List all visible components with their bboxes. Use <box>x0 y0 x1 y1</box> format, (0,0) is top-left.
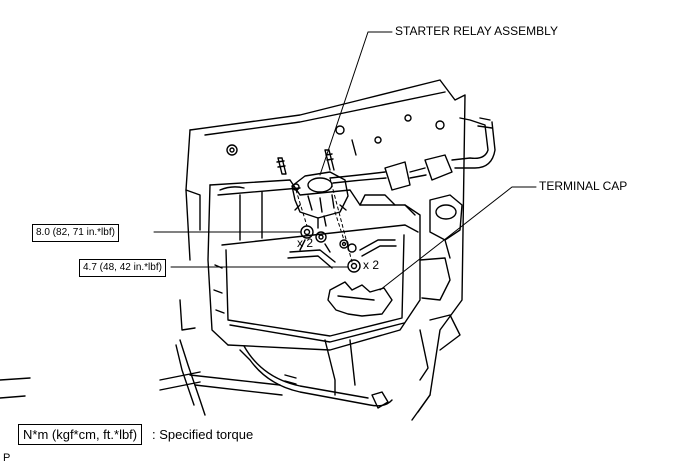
lower-frame-and-tubing <box>0 299 431 416</box>
wire-harness <box>329 117 496 191</box>
terminal-cap <box>327 281 393 317</box>
terminal-nut-lower <box>347 259 361 273</box>
starter-relay-assembly-label: STARTER RELAY ASSEMBLY <box>395 24 558 38</box>
torque-legend-description: : Specified torque <box>152 427 254 442</box>
inverter-housing <box>207 179 421 351</box>
torque-spec-upper: 8.0 (82, 71 in.*lbf) <box>32 224 119 242</box>
torque-spec-lower: 4.7 (48, 42 in.*lbf) <box>79 259 166 277</box>
relay-nut-upper-right <box>315 231 327 243</box>
leader-lines <box>153 31 537 291</box>
back-mounting-plate <box>185 79 466 421</box>
terminal-nut-left <box>339 239 349 249</box>
mounting-studs <box>276 139 357 175</box>
torque-unit-legend-box: N*m (kgf*cm, ft.*lbf) <box>18 424 143 445</box>
quantity-upper-nuts: x 2 <box>297 236 314 250</box>
corner-mark: P <box>3 452 11 464</box>
terminal-cap-label: TERMINAL CAP <box>539 179 628 193</box>
starter-relay-assembly <box>291 171 349 229</box>
assembly-guide-lines <box>295 177 353 263</box>
terminal-nuts-and-cables <box>287 225 397 273</box>
quantity-lower-nuts: x 2 <box>363 258 380 272</box>
right-side-components <box>419 194 463 351</box>
